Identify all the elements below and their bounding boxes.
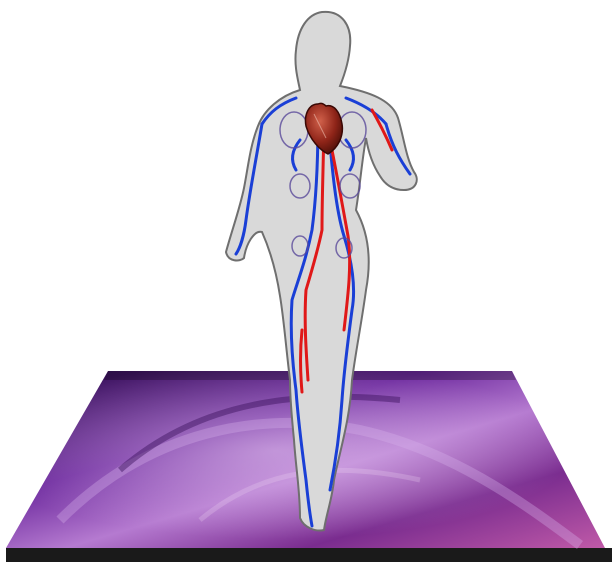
platform-side — [6, 548, 612, 562]
